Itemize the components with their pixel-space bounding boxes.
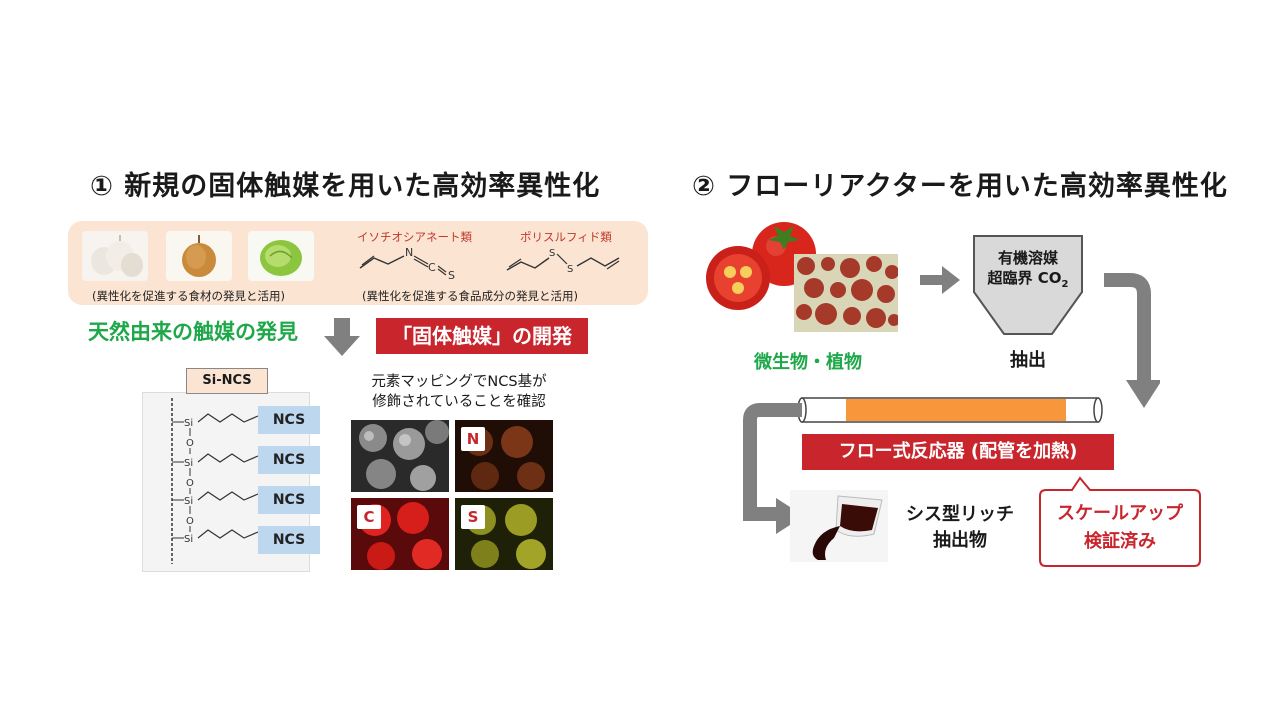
isothiocyanate-label: イソチオシアネート類 xyxy=(357,230,472,244)
solid-catalyst-banner: 「固体触媒」の開発 xyxy=(376,318,588,354)
svg-text:O: O xyxy=(186,516,194,527)
svg-text:O: O xyxy=(186,438,194,449)
extractor-line1: 有機溶媒 xyxy=(997,249,1058,267)
extractor-line2: 超臨界 CO2 xyxy=(984,268,1072,295)
molecule-caption: (異性化を促進する食品成分の発見と活用) xyxy=(362,289,578,303)
carbon-tag: C xyxy=(357,505,381,529)
product-line2: 抽出物 xyxy=(933,530,987,551)
product-label: シス型リッチ 抽出物 xyxy=(906,502,1014,554)
lettuce-image xyxy=(248,231,314,281)
isothiocyanate-structure: N C S xyxy=(359,246,455,280)
sincs-label: Si-NCS xyxy=(186,368,268,394)
extractor-vessel xyxy=(973,235,1083,335)
flow-pipe xyxy=(798,397,1103,423)
ncs-group: NCS xyxy=(258,526,320,554)
svg-text:O: O xyxy=(186,478,194,489)
left-heading: ① 新規の固体触媒を用いた高効率異性化 xyxy=(90,171,601,202)
onion-image xyxy=(166,231,232,281)
product-line1: シス型リッチ xyxy=(906,504,1014,525)
ncs-group: NCS xyxy=(258,446,320,474)
right-arrow-icon xyxy=(920,266,960,294)
source-label: 微生物・植物 xyxy=(754,352,862,373)
garlic-image xyxy=(82,231,148,281)
food-band xyxy=(68,221,648,305)
svg-text:Si: Si xyxy=(184,496,193,507)
scaleup-callout-bubble xyxy=(1039,476,1201,567)
nitrogen-tag: N xyxy=(461,427,485,451)
natural-catalyst-label: 天然由来の触媒の発見 xyxy=(88,320,298,344)
svg-text:S: S xyxy=(567,264,573,275)
mapping-caption-line1: 元素マッピングでNCS基が xyxy=(371,374,547,390)
sem-image xyxy=(351,420,449,492)
mapping-caption: 元素マッピングでNCS基が 修飾されていることを確認 xyxy=(354,372,564,412)
svg-text:Si: Si xyxy=(184,534,193,545)
subscript-2: 2 xyxy=(1061,279,1069,290)
ncs-group: NCS xyxy=(258,406,320,434)
ncs-group: NCS xyxy=(258,486,320,514)
scaleup-callout-text: スケールアップ 検証済み xyxy=(1040,500,1200,556)
polysulfide-structure: S S xyxy=(506,248,620,275)
silica-chain-diagram: Si O Si O Si O Si xyxy=(171,398,259,564)
svg-text:Si: Si xyxy=(184,418,193,429)
down-arrow-icon xyxy=(324,318,360,356)
food-caption: (異性化を促進する食材の発見と活用) xyxy=(92,289,285,303)
polysulfide-label: ポリスルフィド類 xyxy=(520,230,612,244)
tomato-image xyxy=(706,222,816,310)
svg-text:S: S xyxy=(448,269,455,280)
svg-text:Si: Si xyxy=(184,458,193,469)
curved-arrow-icon xyxy=(1104,273,1160,408)
microbe-image xyxy=(794,254,898,332)
extractor-line2-text: 超臨界 CO xyxy=(987,269,1062,287)
callout-line2: 検証済み xyxy=(1084,531,1156,552)
flow-reactor-banner: フロー式反応器 (配管を加熱) xyxy=(802,434,1114,470)
sulfur-tag: S xyxy=(461,505,485,529)
mapping-caption-line2: 修飾されていることを確認 xyxy=(372,394,546,410)
extractor-text: 有機溶媒 超臨界 CO2 xyxy=(984,248,1072,295)
extract-label: 抽出 xyxy=(1010,350,1046,371)
callout-line1: スケールアップ xyxy=(1057,503,1183,524)
extract-image xyxy=(790,490,888,562)
svg-text:S: S xyxy=(549,248,555,259)
right-heading: ② フローリアクターを用いた高効率異性化 xyxy=(692,171,1228,202)
svg-text:N: N xyxy=(405,246,413,259)
svg-text:C: C xyxy=(428,261,436,274)
